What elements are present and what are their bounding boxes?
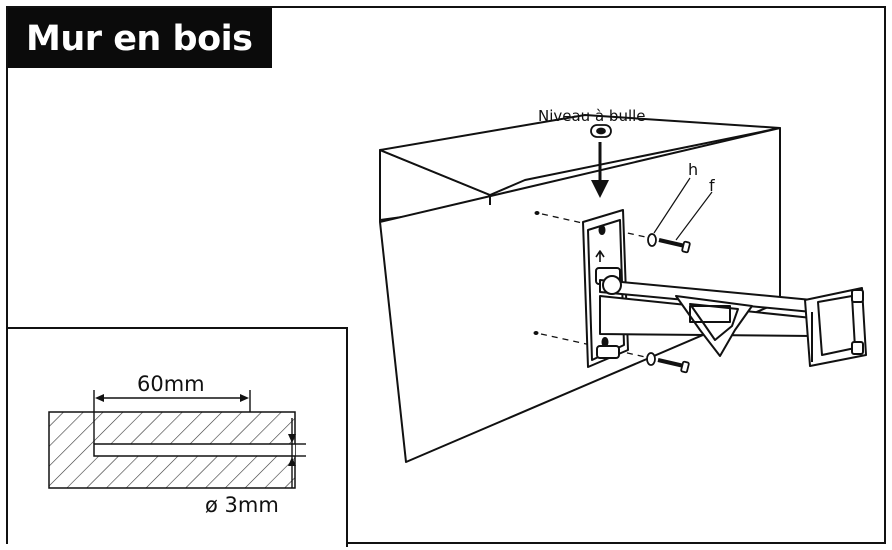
page-title: Mur en bois [8, 8, 272, 68]
diameter-dimension [288, 418, 306, 488]
screw-f [657, 238, 691, 374]
diameter-label: ø 3mm [205, 493, 279, 517]
arrow-down-icon [591, 142, 609, 198]
drill-cross-section [48, 411, 296, 489]
swing-arm [599, 275, 813, 357]
spirit-level-icon [590, 124, 612, 138]
spirit-level-label: Niveau à bulle [538, 107, 646, 125]
depth-dimension [93, 390, 251, 444]
part-h-label: h [688, 160, 698, 179]
tv-bracket-head [804, 287, 867, 367]
pilot-holes [533, 211, 540, 335]
washer-h [646, 233, 657, 366]
part-leader-lines [653, 177, 713, 241]
depth-label: 60mm [137, 372, 205, 396]
part-f-label: f [709, 176, 715, 195]
wooden-wall [379, 114, 781, 463]
